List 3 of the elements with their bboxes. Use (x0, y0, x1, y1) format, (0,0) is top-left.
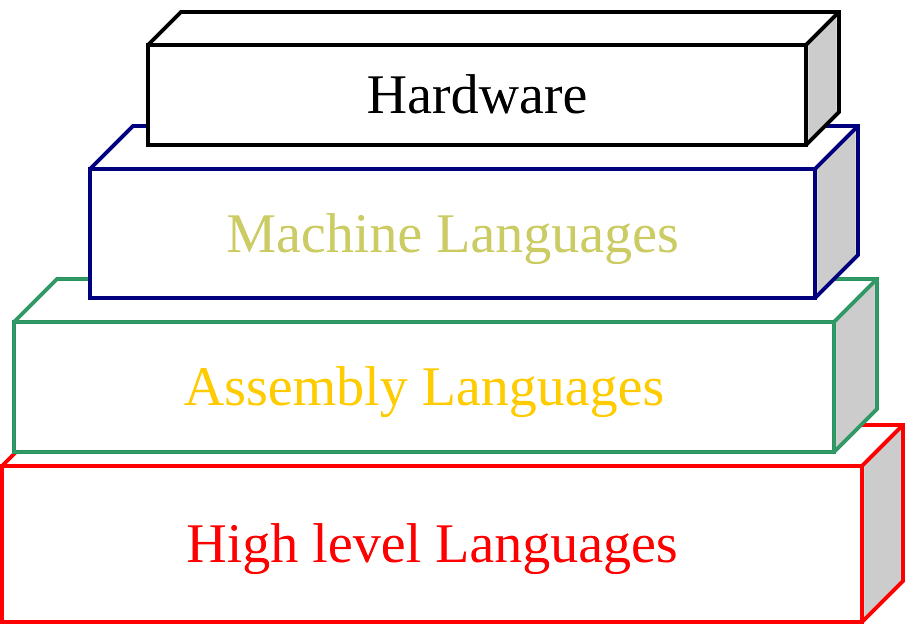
layer-label: High level Languages (186, 516, 678, 572)
layer-label: Assembly Languages (184, 359, 664, 415)
layer-label: Hardware (366, 67, 588, 123)
